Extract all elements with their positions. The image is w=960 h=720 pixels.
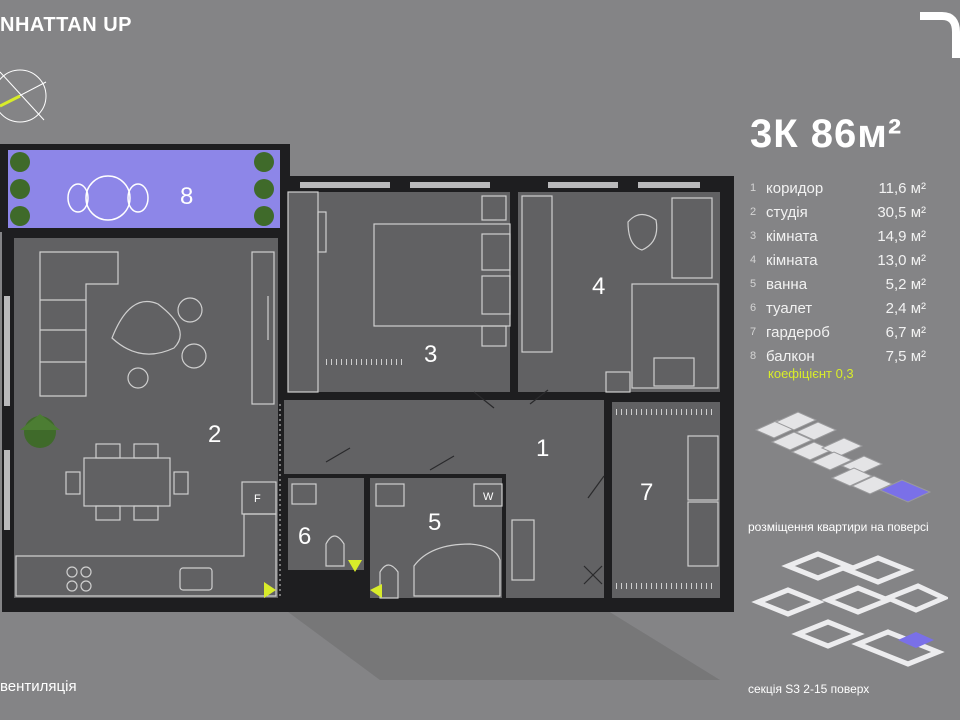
apartment-title: 3К 86м² [750,112,903,156]
room-name: ванна [766,275,808,293]
bathroom-furniture [375,483,535,599]
room-area: 14,9 м² [877,227,926,245]
bedroom-3-furniture [287,191,511,393]
room-number: 6 [750,302,757,314]
room-number: 4 [750,254,757,266]
door-lines [325,389,605,585]
room-area: 30,5 м² [877,203,926,221]
room-bedroom-4[interactable] [518,192,720,392]
room-row: 3 кімната 14,9 м² [750,224,926,248]
room-number: 1 [750,182,757,194]
room-name: студія [766,203,808,221]
coefficient-note: коефіцієнт 0,3 [768,366,854,381]
wardrobe-furniture [616,409,719,589]
room-row: 7 гардероб 6,7 м² [750,320,926,344]
room-label-5: 5 [428,509,441,536]
compass-icon [0,69,47,123]
ventilation-marker [370,584,382,598]
ventilation-legend: вентиляція [0,678,77,695]
bedroom-4-furniture [521,195,719,393]
balcony[interactable] [8,150,280,228]
floor-location-caption: розміщення квартири на поверсі [748,520,929,534]
room-name: кімната [766,251,818,269]
room-label-1: 1 [536,435,549,462]
room-number: 5 [750,278,757,290]
studio-furniture [15,251,277,597]
section-highlight [898,632,934,648]
room-row: 8 балкон 7,5 м² [750,344,926,368]
section-3d-view [751,551,948,667]
room-label-4: 4 [592,273,605,300]
room-corridor[interactable] [284,400,604,598]
room-name: гардероб [766,323,830,341]
room-area: 13,0 м² [877,251,926,269]
fridge-label: F [254,493,261,505]
apartment-highlight [878,479,932,503]
washer-label: W [483,491,494,503]
floor-location-map [754,411,932,503]
room-area: 6,7 м² [885,323,926,341]
room-row: 1 коридор 11,6 м² [750,176,926,200]
room-number: 8 [750,350,757,362]
room-label-6: 6 [298,523,311,550]
room-name: коридор [766,179,824,197]
room-area: 2,4 м² [885,299,926,317]
room-area-list: 1 коридор 11,6 м² 2 студія 30,5 м² 3 кімната 1… [750,176,926,368]
windows [4,182,700,530]
room-row: 2 студія 30,5 м² [750,200,926,224]
ventilation-marker [348,560,362,572]
room-name: туалет [766,299,813,317]
room-row: 5 ванна 5,2 м² [750,272,926,296]
room-bedroom-3[interactable] [288,192,510,392]
room-name: балкон [766,347,815,365]
room-studio[interactable] [14,238,278,598]
plant-icon [20,414,60,448]
room-area: 11,6 м² [878,179,926,197]
room-area: 5,2 м² [885,275,926,293]
room-row: 4 кімната 13,0 м² [750,248,926,272]
room-label-7: 7 [640,479,653,506]
room-name: кімната [766,227,818,245]
section-caption: секція S3 2-15 поверх [748,682,870,696]
balcony-table-icon [67,175,149,221]
room-number: 2 [750,206,757,218]
room-label-3: 3 [424,341,437,368]
balcony-plant-icon [10,152,274,226]
room-label-2: 2 [208,421,221,448]
ventilation-marker [264,582,276,598]
logo-icon [920,12,960,58]
floor-plan: 1 2 3 4 5 6 7 8 F W [0,144,734,680]
room-number: 7 [750,326,757,338]
room-bathroom[interactable] [370,478,502,598]
room-label-8: 8 [180,183,193,210]
room-number: 3 [750,230,757,242]
brand-title: NHATTAN UP [0,14,133,36]
room-area: 7,5 м² [885,347,926,365]
toilet-furniture [291,483,345,567]
room-row: 6 туалет 2,4 м² [750,296,926,320]
